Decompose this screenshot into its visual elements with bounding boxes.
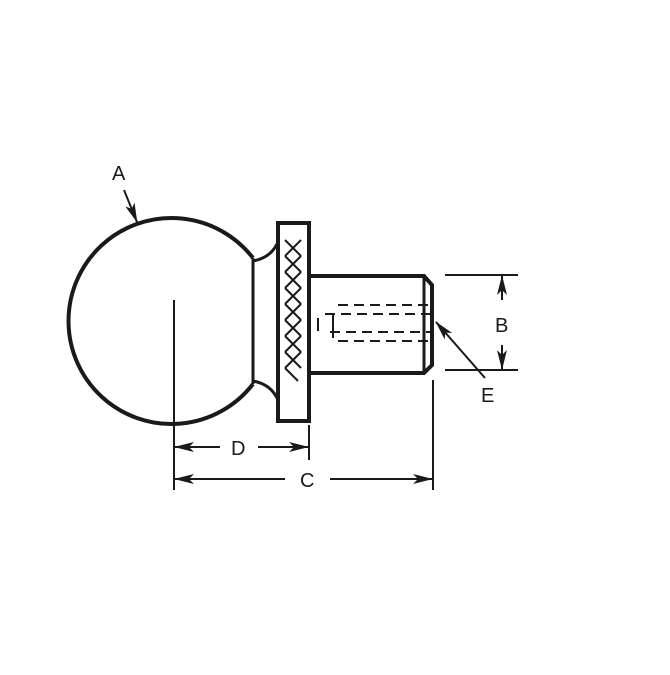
dimension-b: B <box>445 274 518 371</box>
label-d: D <box>231 438 245 460</box>
threaded-shank <box>309 274 434 375</box>
dimension-a: A <box>112 163 138 223</box>
dimension-c: C <box>174 380 434 492</box>
knurled-collar <box>276 221 311 423</box>
ball <box>66 216 279 490</box>
label-e: E <box>481 385 494 407</box>
label-b: B <box>495 315 508 337</box>
label-a: A <box>112 163 126 185</box>
label-c: C <box>300 470 314 492</box>
dimension-d: D <box>174 425 310 460</box>
dimension-e: E <box>435 321 494 407</box>
